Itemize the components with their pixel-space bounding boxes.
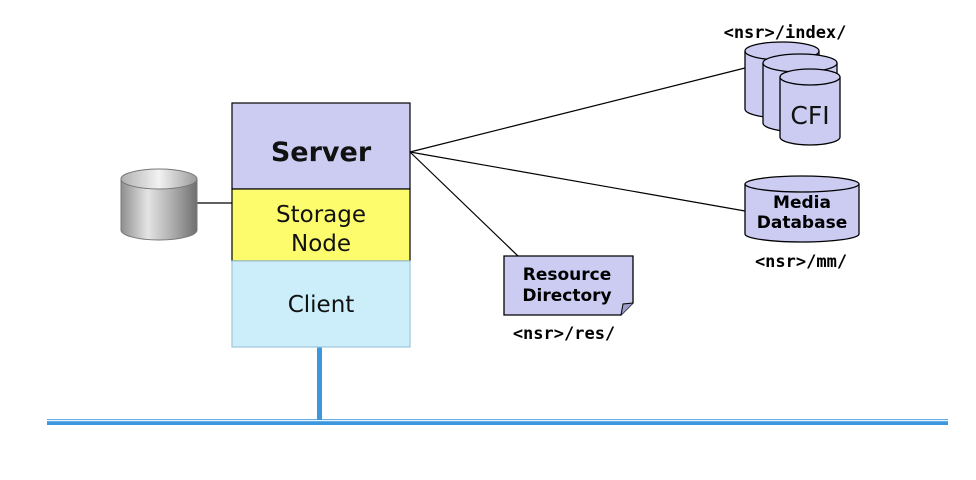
index-store-path-label: <nsr>/index/ [724,23,847,43]
media-database-label-line1: Media [773,193,831,213]
media-database: Media Database <nsr>/mm/ [744,175,860,272]
storage-node-label-line2: Node [291,231,351,257]
resource-directory: Resource Directory <nsr>/res/ [503,255,634,344]
resource-directory-label-line1: Resource [523,265,612,285]
line-to-media-database [409,151,746,212]
local-disk-icon [120,168,198,241]
resource-directory-path-label: <nsr>/res/ [513,324,615,344]
client-label: Client [288,292,355,318]
resource-directory-label-line2: Directory [522,286,611,306]
server-label: Server [271,137,372,168]
server-block [231,102,411,190]
index-store: <nsr>/index/ CFI [724,23,847,146]
storage-node-label-line1: Storage [276,202,366,228]
index-store-front-label: CFI [790,101,829,130]
line-to-index-store [409,67,746,153]
server-connection-lines [197,67,746,257]
client-block [231,260,411,348]
network-bus [47,347,948,425]
media-database-label-line2: Database [757,213,847,233]
index-cylinder-front [779,68,841,146]
server-stack: Server Storage Node Client [231,102,411,348]
media-database-path-label: <nsr>/mm/ [755,252,847,272]
line-to-resource-directory [409,151,519,257]
